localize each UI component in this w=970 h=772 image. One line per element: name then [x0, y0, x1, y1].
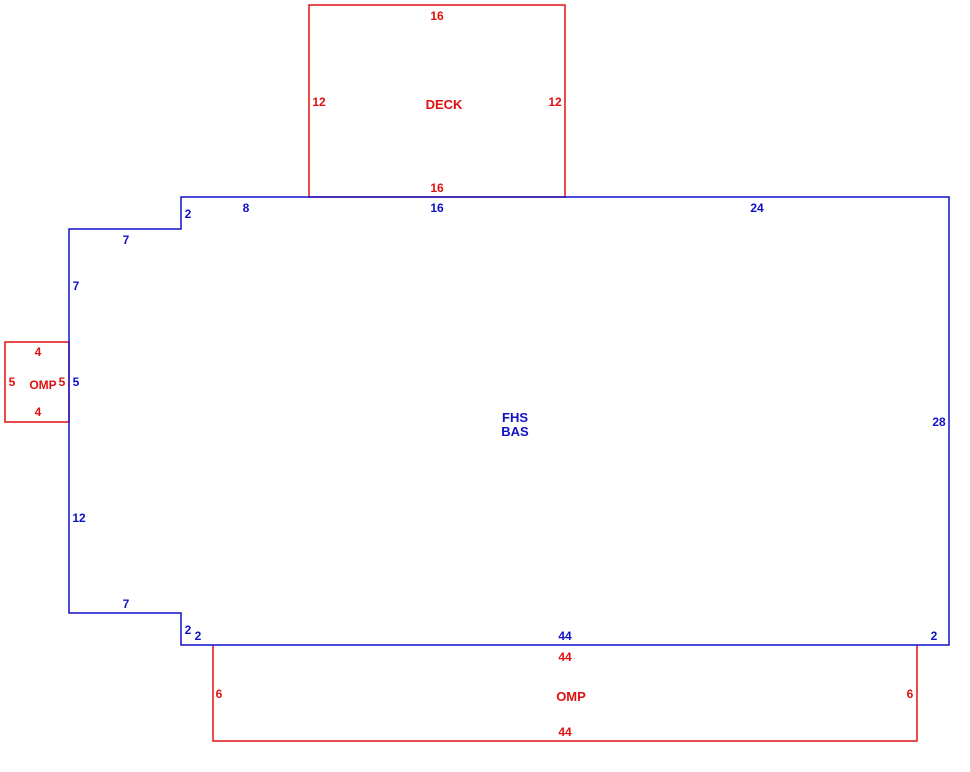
main-house-outline [68, 196, 950, 646]
omp-bottom-top-dim: 44 [558, 650, 572, 664]
main-left-upper-dim: 7 [73, 279, 80, 293]
omp-bottom-outline [212, 645, 918, 742]
main-top-right-dim: 24 [750, 201, 764, 215]
deck-left-dim: 12 [312, 95, 326, 109]
main-label-line1: FHS [502, 410, 528, 425]
omp-left-right-dim: 5 [59, 375, 66, 389]
deck-label: DECK [426, 97, 463, 112]
deck-right-dim: 12 [548, 95, 562, 109]
main-lower-step-dim: 7 [123, 597, 130, 611]
main-top-notch-dim: 2 [185, 207, 192, 221]
omp-left-left-dim: 5 [9, 375, 16, 389]
main-left-lower-dim: 12 [72, 511, 86, 525]
main-top-left-dim: 8 [243, 201, 250, 215]
omp-bottom-label: OMP [556, 689, 586, 704]
deck-bottom-dim: 16 [430, 181, 444, 195]
main-bottom-dim: 44 [558, 629, 572, 643]
omp-left-top-dim: 4 [35, 345, 42, 359]
main-top-mid-dim: 16 [430, 201, 444, 215]
omp-bottom-bottom-dim: 44 [558, 725, 572, 739]
main-bottom-notch-dim-b: 2 [195, 629, 202, 643]
omp-bottom-right-dim: 6 [907, 687, 914, 701]
deck-top-dim: 16 [430, 9, 444, 23]
main-bottom-notch-dim-a: 2 [185, 623, 192, 637]
main-upper-step-dim: 7 [123, 233, 130, 247]
omp-left-bottom-dim: 4 [35, 405, 42, 419]
omp-bottom-left-dim: 6 [216, 687, 223, 701]
main-label-line2: BAS [501, 424, 529, 439]
main-right-dim: 28 [932, 415, 946, 429]
main-bottom-right-dim: 2 [931, 629, 938, 643]
main-left-mid-dim: 5 [73, 375, 80, 389]
omp-left-label: OMP [29, 378, 56, 392]
